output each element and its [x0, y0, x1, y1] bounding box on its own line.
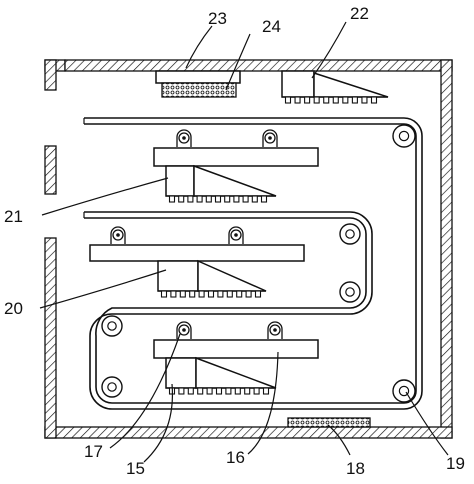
nozzles-22 [284, 96, 378, 104]
nozzle [236, 290, 243, 298]
conveyor-belt-upper [83, 117, 423, 410]
shelf-upper [153, 147, 319, 197]
nozzle [342, 96, 349, 104]
label-17: 17 [84, 442, 103, 461]
conveyor-belt-middle [83, 211, 404, 410]
nozzle [168, 195, 176, 203]
nozzles-20 [160, 290, 262, 298]
label-21: 21 [4, 207, 23, 226]
roller [110, 226, 126, 244]
left-wall-top [44, 59, 57, 91]
right-wall [440, 59, 453, 439]
callout-labels: 23 24 22 21 20 17 15 16 18 19 [4, 4, 465, 478]
roller [267, 321, 283, 339]
nozzle [215, 387, 223, 395]
bottom-wall [44, 426, 453, 439]
label-24: 24 [262, 17, 281, 36]
nozzle [187, 387, 194, 395]
nozzle [254, 290, 262, 298]
nozzle [224, 195, 231, 203]
label-19: 19 [446, 454, 465, 473]
nozzle [187, 195, 194, 203]
roller [176, 321, 192, 339]
nozzle [214, 195, 222, 203]
nozzle [253, 387, 260, 395]
label-18: 18 [346, 459, 365, 478]
nozzles-15 [168, 387, 270, 395]
label-15: 15 [126, 459, 145, 478]
nozzle [196, 195, 203, 203]
pulley [392, 124, 416, 148]
pulleys [101, 124, 416, 403]
nozzle [207, 290, 215, 298]
housing [44, 59, 453, 439]
left-wall-slot [44, 145, 57, 195]
nozzle [178, 195, 185, 203]
nozzle [226, 290, 233, 298]
nozzle [160, 290, 168, 298]
nozzle [206, 387, 213, 395]
pulley [101, 376, 123, 398]
label-16: 16 [226, 448, 245, 467]
pulley [339, 281, 361, 303]
nozzle [323, 96, 330, 104]
nozzle [244, 387, 251, 395]
nozzle [294, 96, 301, 104]
nozzle [262, 387, 270, 395]
nozzle [370, 96, 378, 104]
spray-unit-22 [281, 70, 389, 98]
nozzle [170, 290, 177, 298]
pulley [339, 223, 361, 245]
nozzle [205, 195, 212, 203]
nozzle [245, 290, 252, 298]
nozzle [242, 195, 249, 203]
top-unit-23 [155, 70, 241, 98]
nozzle [284, 96, 292, 104]
shelf-lower [153, 339, 319, 389]
nozzle [197, 387, 204, 395]
nozzles-21 [168, 195, 268, 203]
nozzle [189, 290, 196, 298]
nozzle [361, 96, 368, 104]
nozzle [313, 96, 320, 104]
nozzle [217, 290, 224, 298]
label-22: 22 [350, 4, 369, 23]
nozzle [332, 96, 339, 104]
pulley [392, 379, 416, 403]
pulley [101, 315, 123, 337]
roller [176, 129, 192, 147]
nozzle [260, 195, 268, 203]
label-20: 20 [4, 299, 23, 318]
nozzle [234, 387, 241, 395]
dotted-filter-18 [287, 417, 371, 428]
label-23: 23 [208, 9, 227, 28]
top-wall [64, 59, 453, 72]
nozzle [178, 387, 185, 395]
nozzle [225, 387, 232, 395]
nozzle [351, 96, 358, 104]
rollers [110, 129, 283, 339]
nozzle [233, 195, 240, 203]
nozzle [251, 195, 258, 203]
leader-lines [39, 21, 449, 463]
nozzle [304, 96, 311, 104]
nozzle [198, 290, 205, 298]
left-wall-bottom [44, 237, 57, 439]
roller [228, 226, 244, 244]
nozzle [179, 290, 186, 298]
roller [262, 129, 278, 147]
dotted-filter-24 [161, 82, 237, 98]
